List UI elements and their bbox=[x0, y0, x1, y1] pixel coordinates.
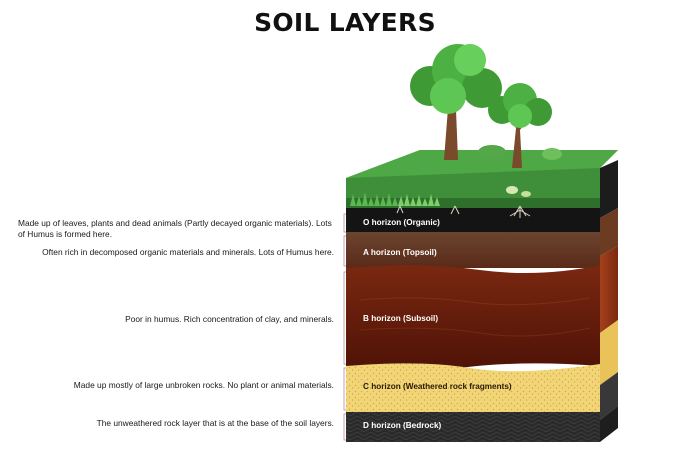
label-b-horizon: B horizon (Subsoil) bbox=[363, 314, 439, 323]
block-side-face bbox=[600, 160, 618, 442]
layer-b-band bbox=[346, 265, 600, 372]
description-b-horizon: Poor in humus. Rich concentration of cla… bbox=[125, 314, 334, 324]
label-a-horizon: A horizon (Topsoil) bbox=[363, 248, 437, 257]
roots bbox=[396, 205, 531, 218]
layer-a-band bbox=[346, 232, 600, 268]
layer-d-band bbox=[346, 412, 600, 442]
description-o-horizon: Made up of leaves, plants and dead anima… bbox=[18, 218, 332, 239]
label-d-horizon: D horizon (Bedrock) bbox=[363, 421, 442, 430]
brackets bbox=[343, 213, 346, 441]
grass-surface bbox=[346, 145, 618, 208]
description-a-horizon: Often rich in decomposed organic materia… bbox=[42, 247, 334, 257]
description-d-horizon: The unweathered rock layer that is at th… bbox=[96, 418, 334, 428]
description-c-horizon: Made up mostly of large unbroken rocks. … bbox=[73, 380, 334, 390]
label-c-horizon: C horizon (Weathered rock fragments) bbox=[363, 382, 512, 391]
layer-o-band bbox=[346, 206, 600, 232]
tree-large bbox=[410, 44, 502, 160]
label-o-horizon: O horizon (Organic) bbox=[363, 218, 440, 227]
diagram-title: SOIL LAYERS bbox=[254, 8, 436, 37]
tree-small bbox=[488, 83, 552, 168]
block-front-face bbox=[346, 206, 600, 442]
